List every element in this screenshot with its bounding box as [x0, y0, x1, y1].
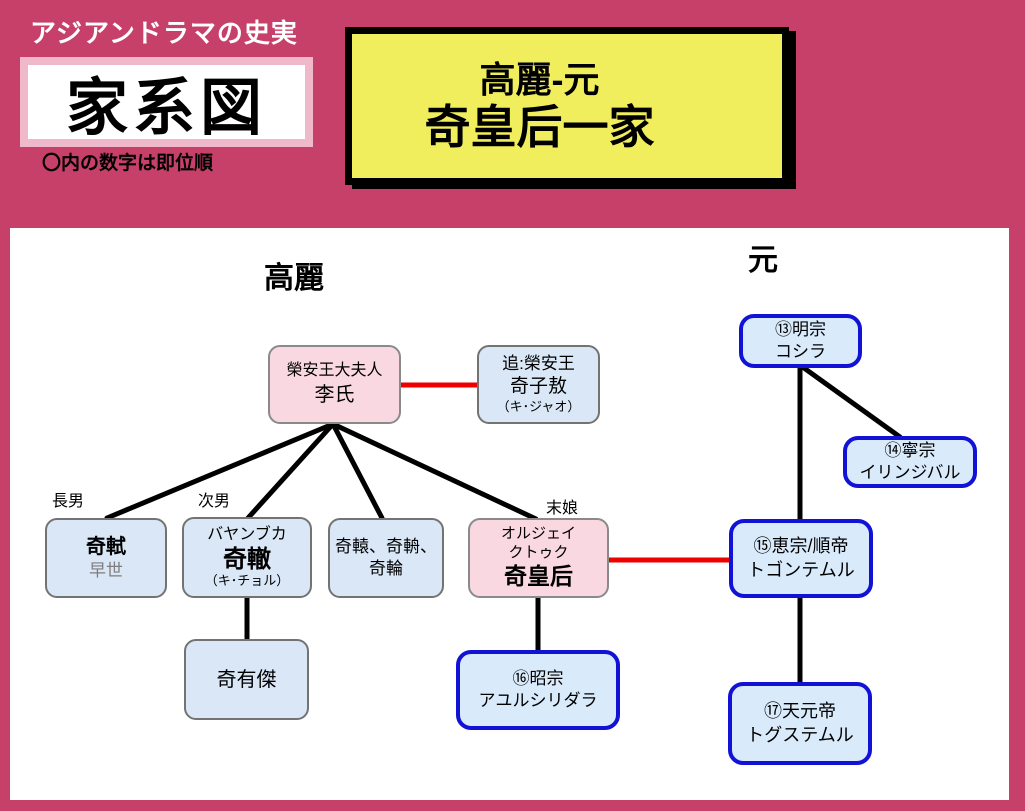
node-ki-sik-name: 奇軾 [86, 535, 126, 558]
node-emperor16-name: アユルシリダラ [478, 691, 598, 710]
node-emperor16: ⑯昭宗 アユルシリダラ [456, 650, 620, 730]
node-emperor14-name: イリンジバル [859, 463, 961, 482]
label-youngest-daughter: 末娘 [546, 500, 579, 517]
node-emperor15-title: ⑮恵宗/順帝 [753, 536, 849, 557]
node-emperor15-name: トゴンテムル [747, 559, 855, 580]
page-title: 家系図 [65, 74, 267, 143]
label-second-son: 次男 [198, 493, 231, 510]
node-ki-jao-name: 奇子敖 [509, 375, 567, 397]
descent-line-empress-ki [330, 421, 539, 522]
node-ki-cheol: バヤンブカ 奇轍 （キ･チョル） [182, 517, 312, 598]
family-tree-canvas: 高麗 元 長男 次男 末娘 榮安王大夫人 李氏 追:榮安王 奇子敖 （キ･ジャオ… [10, 228, 1009, 800]
node-ki-yugeol-name: 奇有傑 [216, 668, 277, 691]
node-lady-yi-name: 李氏 [314, 383, 355, 406]
node-ki-sik: 奇軾 早世 [45, 518, 167, 598]
region-label-goryeo: 高麗 [264, 262, 324, 295]
node-ki-cheol-name: 奇轍 [223, 545, 271, 573]
node-emperor13: ⑬明宗 コシラ [739, 314, 862, 368]
descent-line-ki-won [330, 421, 385, 521]
node-ki-cheol-reading: （キ･チョル） [204, 573, 290, 589]
title-box: 家系図 [20, 57, 313, 147]
node-emperor15: ⑮恵宗/順帝 トゴンテムル [729, 519, 873, 598]
legend-caption: 〇内の数字は即位順 [42, 153, 214, 174]
node-ki-won-ju-ryun-line1: 奇轅、奇輈、 [335, 536, 437, 556]
node-ki-won-ju-ryun-line2: 奇輪 [369, 559, 403, 578]
tagline: アジアンドラマの史実 [30, 18, 298, 48]
descent-line-ki-cheol [245, 421, 336, 521]
node-ki-cheol-title: バヤンブカ [207, 525, 287, 543]
node-ki-yugeol: 奇有傑 [184, 639, 309, 720]
node-empress-ki-title2: クトゥク [508, 544, 569, 562]
node-lady-yi-title: 榮安王大夫人 [286, 362, 383, 380]
node-ki-sik-note: 早世 [89, 560, 123, 580]
label-eldest-son: 長男 [52, 493, 85, 510]
node-lady-yi: 榮安王大夫人 李氏 [268, 345, 401, 424]
node-emperor17-name: トグステムル [746, 724, 854, 745]
node-empress-ki-name: 奇皇后 [504, 562, 573, 589]
banner-line1: 高麗-元 [479, 58, 600, 100]
node-ki-jao: 追:榮安王 奇子敖 （キ･ジャオ） [477, 345, 600, 424]
node-emperor13-title: ⑬明宗 [775, 319, 826, 339]
family-tree-lines [104, 365, 903, 686]
descent-line-emperor14 [801, 365, 903, 440]
node-emperor14: ⑭寧宗 イリンジバル [843, 436, 977, 488]
node-emperor13-name: コシラ [775, 342, 826, 361]
node-empress-ki: オルジェイ クトゥク 奇皇后 [468, 518, 609, 598]
node-ki-won-ju-ryun: 奇轅、奇輈、 奇輪 [328, 518, 444, 598]
region-label-yuan: 元 [748, 244, 778, 277]
node-emperor14-title: ⑭寧宗 [884, 440, 936, 460]
node-emperor16-title: ⑯昭宗 [512, 668, 564, 688]
node-emperor17-title: ⑰天元帝 [764, 701, 836, 722]
banner-line2: 奇皇后一家 [424, 100, 655, 153]
node-emperor17: ⑰天元帝 トグステムル [728, 682, 872, 765]
node-empress-ki-title1: オルジェイ [500, 525, 576, 543]
node-ki-jao-title: 追:榮安王 [502, 353, 575, 373]
descent-line-ki-sik [104, 421, 336, 521]
banner: 高麗-元 奇皇后一家 [345, 27, 789, 185]
node-ki-jao-reading: （キ･ジャオ） [496, 399, 581, 415]
